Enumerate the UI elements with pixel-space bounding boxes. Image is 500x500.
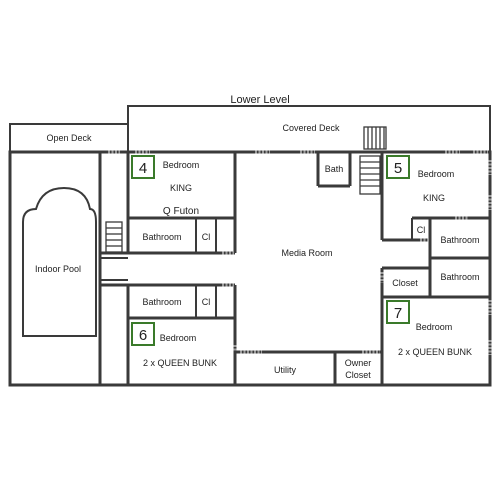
media-room-label: Media Room <box>281 248 332 258</box>
bedroom7-badge: 7 <box>386 300 410 324</box>
bedroom4-name: Bedroom <box>163 160 200 170</box>
plan-title: Lower Level <box>230 94 289 106</box>
deck-stairs <box>363 126 387 150</box>
bedroom7-closet: Closet <box>392 278 418 288</box>
bedroom6-badge: 6 <box>131 322 155 346</box>
bedroom5-bed: KING <box>423 193 445 203</box>
bedroom4-number: 4 <box>139 160 147 177</box>
bedroom4-closet: Cl <box>202 232 211 242</box>
bedroom5-bathroom: Bathroom <box>440 235 479 245</box>
indoor-pool <box>22 186 97 337</box>
bedroom6-closet: Cl <box>202 297 211 307</box>
bedroom7-name: Bedroom <box>416 322 453 332</box>
bedroom5-number: 5 <box>394 160 402 177</box>
bath-label: Bath <box>325 164 344 174</box>
bedroom4-extra: Q Futon <box>163 206 199 217</box>
bedroom6-name: Bedroom <box>160 333 197 343</box>
covered-deck-label: Covered Deck <box>282 123 340 133</box>
bedroom5-badge: 5 <box>386 155 410 179</box>
bedroom6-bathroom: Bathroom <box>142 297 181 307</box>
bedroom7-bathroom: Bathroom <box>440 272 479 282</box>
indoor-pool-label: Indoor Pool <box>35 264 81 274</box>
windows <box>108 150 492 355</box>
bedroom4-badge: 4 <box>131 155 155 179</box>
hall-doorway <box>100 257 128 281</box>
bedroom5-name: Bedroom <box>418 169 455 179</box>
bedroom5-closet: Cl <box>417 225 426 235</box>
owner-closet-label: Owner <box>345 358 372 368</box>
open-deck-label: Open Deck <box>46 133 92 143</box>
bedroom6-number: 6 <box>139 327 147 344</box>
bedroom4-bathroom: Bathroom <box>142 232 181 242</box>
bedroom7-bed: 2 x QUEEN BUNK <box>398 347 472 357</box>
outer-walls <box>8 150 492 387</box>
bedroom7-number: 7 <box>394 305 402 322</box>
utility-label: Utility <box>274 365 296 375</box>
bedroom6-bed: 2 x QUEEN BUNK <box>143 358 217 368</box>
pool-stairs <box>105 221 123 253</box>
interior-stairs <box>359 155 381 195</box>
covered-deck <box>127 105 491 153</box>
owner-closet-label: Closet <box>345 370 371 380</box>
bedroom4-bed: KING <box>170 183 192 193</box>
